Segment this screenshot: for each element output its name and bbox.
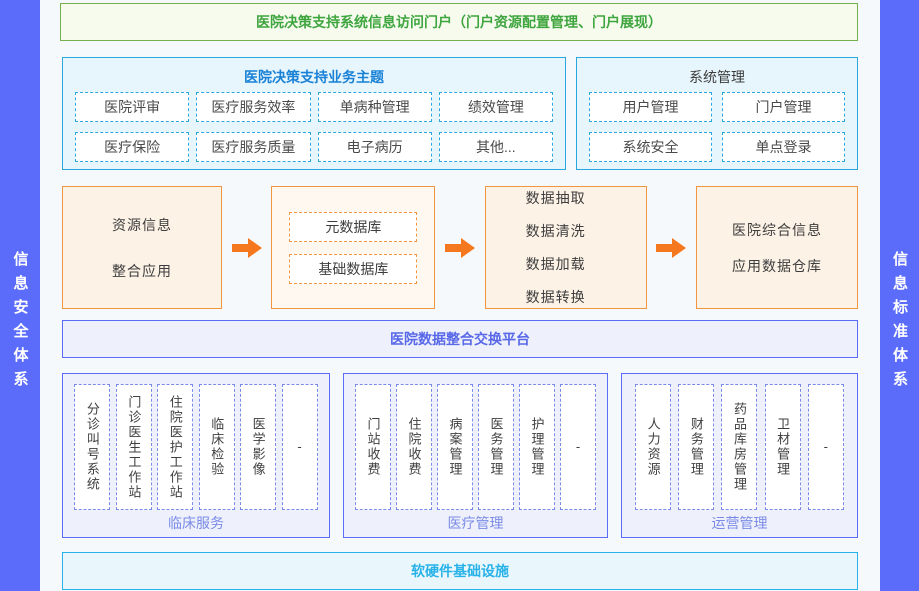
- business-item: 医疗服务效率: [196, 92, 311, 122]
- system-management-title: 系统管理: [689, 69, 745, 85]
- service-column: 护理管理: [519, 384, 555, 510]
- service-column: 门诊医生工作站: [115, 384, 152, 510]
- portal-banner: 医院决策支持系统信息访问门户（门户资源配置管理、门户展现）: [60, 3, 858, 41]
- service-column-label: -: [570, 438, 586, 456]
- service-groups-row: 分诊叫号系统 门诊医生工作站 住院医护工作站 临床检验 医学影像 - 临床服务 …: [62, 373, 858, 538]
- service-column: -: [281, 384, 318, 510]
- medical-management-label: 医疗管理: [447, 515, 504, 531]
- data-warehouse-line: 应用数据仓库: [731, 257, 822, 274]
- service-column: 病案管理: [437, 384, 473, 510]
- flow-arrow-zone: [435, 236, 484, 260]
- operation-management-columns: 人力资源 财务管理 药品库房管理 卫材管理 -: [628, 384, 851, 511]
- medical-management-columns: 门站收费 住院收费 病案管理 医务管理 护理管理 -: [350, 384, 601, 511]
- etl-line: 数据抽取: [525, 190, 586, 206]
- clinical-service-columns: 分诊叫号系统 门诊医生工作站 住院医护工作站 临床检验 医学影像 -: [69, 384, 323, 511]
- business-theme-panel: 医院决策支持业务主题 医院评审 医疗服务效率 单病种管理 绩效管理 医疗保险 医…: [62, 57, 566, 170]
- service-column-label: 临床检验: [209, 417, 225, 477]
- database-box: 元数据库 基础数据库: [271, 186, 436, 309]
- business-item: 医疗服务质量: [196, 132, 311, 162]
- meta-database-chip: 元数据库: [289, 211, 418, 242]
- data-exchange-platform-label: 医院数据整合交换平台: [390, 331, 530, 347]
- service-column: 医务管理: [478, 384, 514, 510]
- service-column-label: 医学影像: [250, 417, 266, 477]
- data-warehouse-line: 医院综合信息: [731, 221, 822, 238]
- resource-info-line: 资源信息: [112, 216, 172, 233]
- service-column-label: 住院医护工作站: [167, 394, 183, 500]
- service-column: 临床检验: [198, 384, 235, 510]
- etl-line: 数据加载: [525, 256, 586, 272]
- service-column: -: [807, 384, 844, 510]
- service-column-label: -: [818, 438, 834, 456]
- business-theme-title: 医院决策支持业务主题: [244, 69, 384, 85]
- security-system-label: 信息安全体系: [11, 251, 29, 395]
- business-item: 电子病历: [317, 132, 432, 162]
- service-column: 分诊叫号系统: [74, 384, 111, 510]
- clinical-service-label: 临床服务: [168, 515, 224, 531]
- etl-line: 数据转换: [525, 289, 586, 305]
- resource-info-line: 整合应用: [112, 262, 172, 279]
- service-column: -: [560, 384, 596, 510]
- business-item: 其他...: [438, 132, 553, 162]
- etl-line: 数据清洗: [525, 223, 586, 239]
- service-column: 卫材管理: [764, 384, 801, 510]
- clinical-service-group: 分诊叫号系统 门诊医生工作站 住院医护工作站 临床检验 医学影像 - 临床服务: [62, 373, 330, 538]
- flow-arrow-zone: [647, 236, 696, 260]
- service-column: 药品库房管理: [721, 384, 758, 510]
- portal-banner-label: 医院决策支持系统信息访问门户（门户资源配置管理、门户展现）: [256, 14, 662, 30]
- service-column: 门站收费: [355, 384, 391, 510]
- service-column-label: 分诊叫号系统: [84, 402, 100, 492]
- system-item: 单点登录: [722, 132, 845, 162]
- service-column-label: 门诊医生工作站: [126, 394, 142, 500]
- service-column-label: 人力资源: [645, 417, 661, 477]
- system-item: 门户管理: [722, 92, 845, 122]
- right-arrow-icon: [656, 237, 687, 258]
- system-management-grid: 用户管理 门户管理 系统安全 单点登录: [589, 92, 845, 162]
- service-column: 人力资源: [635, 384, 672, 510]
- service-column-label: 护理管理: [529, 417, 545, 477]
- base-database-chip: 基础数据库: [289, 253, 418, 284]
- business-item: 单病种管理: [317, 92, 432, 122]
- medical-management-group: 门站收费 住院收费 病案管理 医务管理 护理管理 - 医疗管理: [343, 373, 608, 538]
- security-system-pillar: 信息安全体系: [0, 0, 40, 591]
- etl-box: 数据抽取 数据清洗 数据加载 数据转换: [484, 186, 647, 309]
- infrastructure-bar: 软硬件基础设施: [62, 552, 858, 590]
- business-item: 医疗保险: [75, 132, 190, 162]
- system-item: 系统安全: [589, 132, 712, 162]
- service-column-label: 病案管理: [447, 417, 463, 477]
- system-item: 用户管理: [589, 92, 712, 122]
- data-exchange-platform-bar: 医院数据整合交换平台: [62, 320, 858, 358]
- service-column: 住院医护工作站: [157, 384, 194, 510]
- service-column-label: 门站收费: [365, 417, 381, 477]
- service-column-label: -: [292, 438, 308, 456]
- service-column: 财务管理: [678, 384, 715, 510]
- service-column: 住院收费: [396, 384, 432, 510]
- service-column-label: 医务管理: [488, 417, 504, 477]
- theme-and-system-row: 医院决策支持业务主题 医院评审 医疗服务效率 单病种管理 绩效管理 医疗保险 医…: [62, 57, 858, 170]
- flow-arrow-zone: [222, 236, 271, 260]
- operation-management-label: 运营管理: [711, 515, 768, 531]
- infrastructure-bar-label: 软硬件基础设施: [411, 563, 509, 579]
- right-arrow-icon: [231, 237, 262, 258]
- standard-system-pillar: 信息标准体系: [880, 0, 919, 591]
- right-arrow-icon: [444, 237, 475, 258]
- data-flow-row: 资源信息 整合应用 元数据库 基础数据库 数据抽取 数据清洗 数据加载: [62, 186, 858, 309]
- resource-info-box: 资源信息 整合应用: [62, 186, 222, 309]
- operation-management-group: 人力资源 财务管理 药品库房管理 卫材管理 - 运营管理: [621, 373, 858, 538]
- diagram-content: 医院决策支持系统信息访问门户（门户资源配置管理、门户展现） 医院决策支持业务主题…: [40, 0, 880, 591]
- business-item: 医院评审: [75, 92, 190, 122]
- system-management-panel: 系统管理 用户管理 门户管理 系统安全 单点登录: [576, 57, 858, 170]
- service-column-label: 卫材管理: [775, 417, 791, 477]
- business-theme-grid: 医院评审 医疗服务效率 单病种管理 绩效管理 医疗保险 医疗服务质量 电子病历 …: [75, 92, 553, 162]
- data-warehouse-box: 医院综合信息 应用数据仓库: [695, 186, 858, 309]
- standard-system-label: 信息标准体系: [891, 251, 908, 395]
- service-column-label: 财务管理: [688, 417, 704, 477]
- service-column-label: 药品库房管理: [731, 402, 747, 492]
- service-column-label: 住院收费: [406, 417, 422, 477]
- business-item: 绩效管理: [438, 92, 553, 122]
- service-column: 医学影像: [240, 384, 277, 510]
